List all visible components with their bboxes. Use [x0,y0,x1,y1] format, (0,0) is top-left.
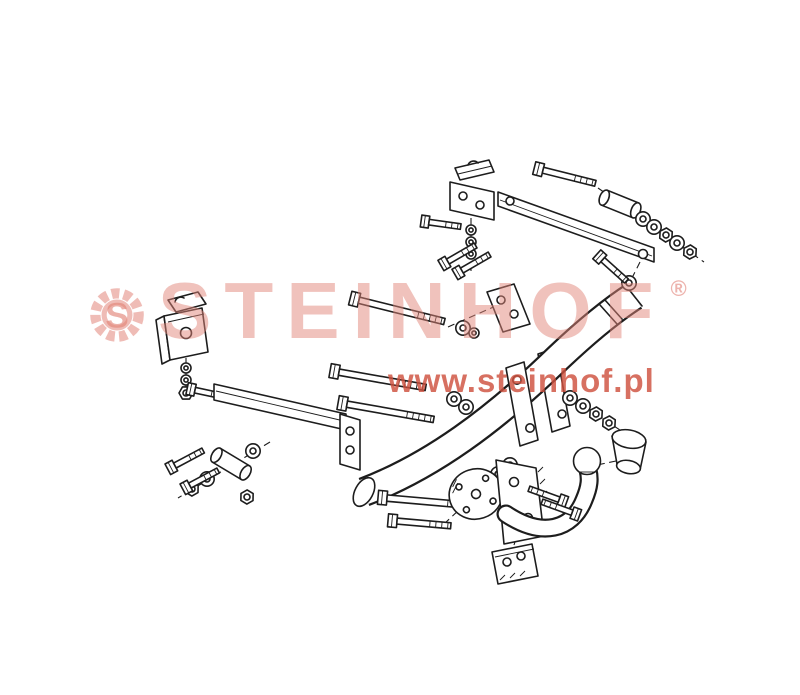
washer [668,235,686,251]
washer [468,327,480,339]
bolt [419,214,463,234]
washer [245,442,262,460]
upper-arm-bar [497,191,655,263]
hex-nut [237,487,257,507]
socket-mounting-plate [491,543,539,585]
washer [645,219,663,235]
washer [561,389,579,407]
spacer-sleeve [596,187,644,221]
ball-cover-cap [611,428,647,475]
tow-ball [572,446,602,476]
washer [180,362,192,374]
washer [454,319,472,337]
washer [465,224,477,236]
crossmember-end-plate [339,413,361,471]
left-crossmember-bar [213,383,347,431]
tube-end-opening [352,476,376,508]
washer [574,397,592,415]
bolt [164,444,207,476]
washer [457,398,475,416]
main-tube [352,283,643,508]
bolt [386,513,453,534]
left-crossmember-assembly [164,381,361,507]
bolt [347,290,447,330]
bolt [328,362,428,396]
bolt [591,249,632,287]
tow-ball-assembly [448,428,647,585]
flange-disc [448,468,504,520]
left-mounting-bracket-assembly [155,291,209,400]
upper-arm-end-plate [449,181,495,221]
upper-arm-assembly [419,159,700,281]
bolt [531,160,598,191]
left-clamp [167,291,207,313]
tube-top-bracket [486,249,638,333]
